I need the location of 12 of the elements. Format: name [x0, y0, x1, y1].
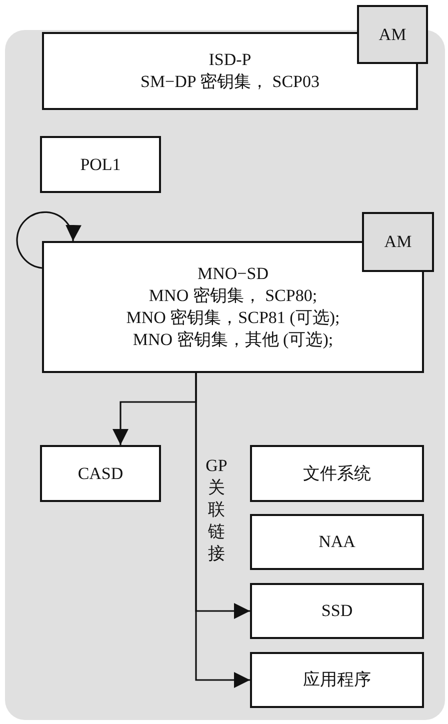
- am-box: AM: [362, 212, 434, 272]
- link-label: GP关联链接: [204, 455, 228, 565]
- panel-background: [5, 30, 445, 720]
- arrow: [16, 211, 80, 269]
- arrow: [195, 373, 250, 688]
- process-box: 应用程序: [250, 652, 424, 708]
- process-box: SSD: [250, 583, 424, 639]
- am-box: AM: [357, 5, 428, 64]
- process-box: 文件系统: [250, 445, 424, 502]
- process-box: NAA: [250, 514, 424, 570]
- process-box: POL1: [40, 136, 161, 193]
- process-box: CASD: [40, 445, 161, 502]
